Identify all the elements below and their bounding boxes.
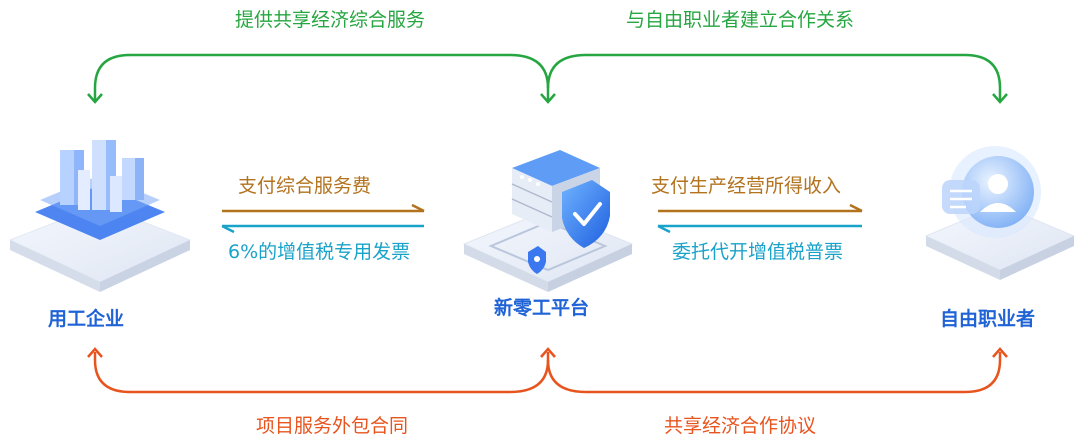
arrow-up-right [992,347,1008,358]
arrow-up-center [540,347,556,358]
bottom-left-label: 项目服务外包合同 [256,415,409,437]
employer-illustration [8,140,192,292]
flow-left-top-label: 支付综合服务费 [238,175,372,197]
flow-left-back-head [221,224,235,234]
flow-right-bottom-label: 委托代开增值税普票 [672,241,844,263]
bottom-right-label: 共享经济合作协议 [664,415,817,437]
arrow-down-center [540,93,556,104]
top-right-arc [546,53,1002,100]
arrow-down-left [87,93,103,104]
flow-right-back-head [657,224,671,234]
flow-right-right-head [849,203,863,213]
platform-label: 新零工平台 [494,297,590,319]
freelancer-label: 自由职业者 [940,308,1036,330]
top-right-label: 与自由职业者建立合作关系 [626,9,855,31]
flow-right-top-label: 支付生产经营所得收入 [651,175,842,197]
employer-label: 用工企业 [48,308,125,330]
top-left-label: 提供共享经济综合服务 [235,9,426,31]
platform-illustration [462,150,634,292]
arrow-down-right [992,93,1008,104]
flow-left-right-head [411,203,425,213]
freelancer-illustration [924,146,1076,280]
flow-left-bottom-label: 6%的增值税专用发票 [228,241,411,263]
arrow-up-left [87,347,103,358]
top-left-arc [93,53,550,100]
bottom-right-arc [546,352,1002,394]
bottom-left-arc [93,352,550,394]
